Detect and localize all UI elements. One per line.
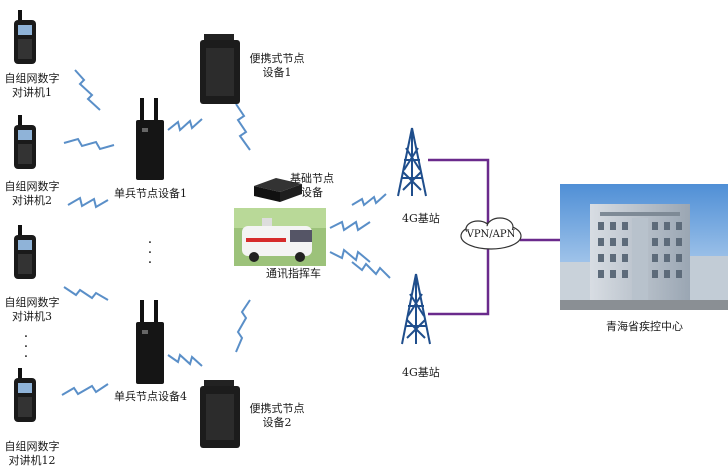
wireless-link	[167, 353, 203, 367]
radio-icon	[14, 115, 36, 169]
wireless-link	[329, 220, 371, 232]
wireless-link	[351, 261, 391, 279]
soldier-node-label: 单兵节点设备4	[114, 390, 187, 403]
wireless-link	[235, 299, 251, 353]
wired-link	[428, 244, 490, 316]
wireless-link	[167, 118, 203, 132]
soldier-node-label: 单兵节点设备1	[114, 187, 187, 200]
radio-label: 自组网数字对讲机3	[4, 296, 60, 323]
ellipsis-vertical: ···	[23, 329, 29, 365]
wireless-link	[329, 248, 371, 263]
ellipsis-vertical: ···	[147, 235, 153, 271]
portable-node-label: 便携式节点设备2	[249, 402, 305, 429]
wireless-link	[74, 69, 101, 111]
portable-node-icon	[200, 380, 240, 448]
base-station-label: 4G基站	[402, 366, 440, 379]
base-station-label: 4G基站	[402, 212, 440, 225]
portable-node-icon	[200, 34, 240, 104]
portable-node-label: 便携式节点设备1	[249, 52, 305, 79]
base-node-label: 基础节点设备	[290, 172, 334, 199]
vpn-label: VPN/APN	[466, 229, 516, 240]
radio-icon	[14, 225, 36, 279]
soldier-node-icon	[136, 300, 164, 384]
wireless-link	[235, 103, 251, 151]
wireless-links	[61, 69, 391, 396]
control-center-label: 青海省疾控中心	[606, 320, 683, 333]
wireless-link	[351, 193, 387, 207]
command-vehicle-image	[234, 208, 326, 266]
vpn-cloud-icon	[460, 217, 522, 250]
soldier-node-icon	[136, 98, 164, 180]
command-vehicle-label: 通讯指挥车	[266, 267, 321, 280]
radio-label: 自组网数字对讲机2	[4, 180, 60, 207]
wireless-link	[63, 137, 115, 151]
radio-label: 自组网数字对讲机1	[4, 72, 60, 99]
radio-icon	[14, 368, 36, 422]
control-center-image	[560, 184, 728, 310]
radio-devices	[14, 10, 36, 422]
wireless-link	[67, 196, 109, 209]
radio-label: 自组网数字对讲机12	[4, 440, 60, 467]
tower-icon	[397, 127, 427, 197]
radio-icon	[14, 10, 36, 64]
wired-links	[428, 158, 560, 316]
base-node-icon	[254, 178, 302, 202]
wireless-link	[61, 383, 109, 396]
tower-icon	[401, 273, 431, 345]
wireless-link	[63, 286, 109, 301]
wired-link	[428, 158, 490, 228]
